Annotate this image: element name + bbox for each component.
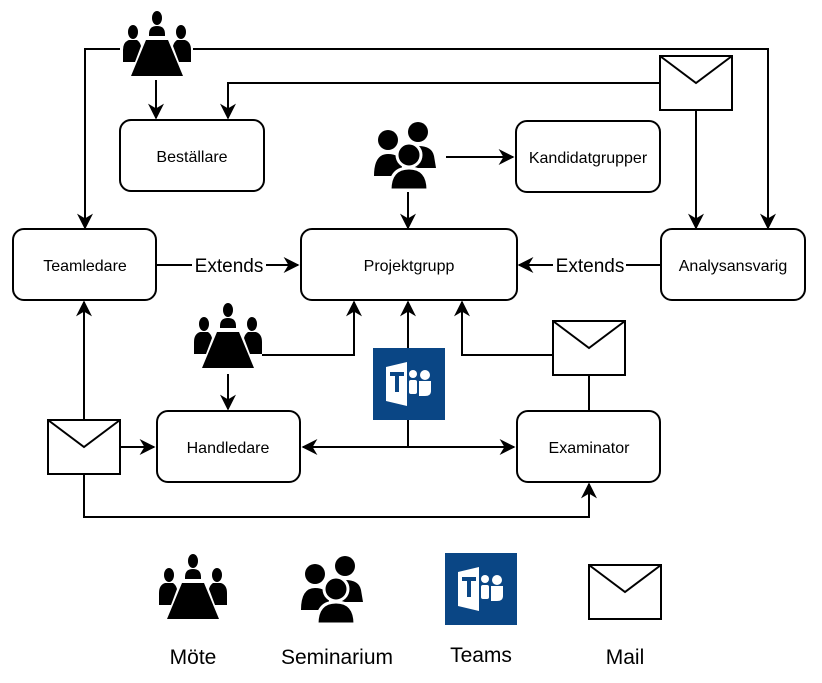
node-projektgrupp-label: Projektgrupp bbox=[364, 258, 455, 275]
node-bestallare[interactable]: Beställare bbox=[119, 119, 265, 192]
meeting-icon bbox=[159, 554, 227, 619]
node-teamledare[interactable]: Teamledare bbox=[12, 228, 157, 301]
legend-item-mote: Möte bbox=[159, 554, 227, 669]
teams-icon bbox=[373, 348, 445, 420]
node-bestallare-label: Beställare bbox=[156, 149, 227, 166]
seminar-icon bbox=[299, 554, 365, 626]
node-handledare[interactable]: Handledare bbox=[156, 410, 301, 483]
mail-icon bbox=[47, 419, 121, 475]
edge-meeting-to-projektgrupp bbox=[262, 300, 362, 356]
node-examinator-label: Examinator bbox=[549, 440, 631, 457]
meeting-icon bbox=[123, 11, 191, 76]
legend-label-mail: Mail bbox=[606, 646, 645, 669]
extends-label-left: Extends bbox=[195, 256, 264, 277]
extends-label-right: Extends bbox=[556, 256, 625, 277]
mail-icon bbox=[552, 320, 626, 376]
node-kandidatgrupper-label: Kandidatgrupper bbox=[529, 150, 648, 167]
node-analysansvarig-label: Analysansvarig bbox=[679, 258, 788, 275]
mail-icon bbox=[659, 55, 733, 111]
legend-item-mail: Mail bbox=[588, 564, 662, 669]
legend-item-teams: Teams bbox=[445, 553, 517, 667]
edge-meeting-to-analysansvarig bbox=[193, 48, 776, 230]
legend-label-seminarium: Seminarium bbox=[281, 646, 393, 669]
edge-mail-to-bestallare bbox=[220, 82, 660, 120]
node-examinator[interactable]: Examinator bbox=[516, 410, 661, 483]
node-analysansvarig[interactable]: Analysansvarig bbox=[660, 228, 806, 301]
node-handledare-label: Handledare bbox=[187, 440, 270, 457]
node-teamledare-label: Teamledare bbox=[43, 258, 127, 275]
legend-label-mote: Möte bbox=[170, 646, 217, 669]
node-kandidatgrupper[interactable]: Kandidatgrupper bbox=[515, 120, 661, 193]
legend: Möte Seminarium Teams Mail bbox=[159, 553, 662, 669]
node-projektgrupp[interactable]: Projektgrupp bbox=[300, 228, 518, 301]
connectors bbox=[76, 48, 776, 518]
legend-label-teams: Teams bbox=[450, 644, 512, 667]
edge-mail-to-projektgrupp bbox=[454, 300, 553, 356]
meeting-icon bbox=[194, 303, 262, 368]
edge-mail-to-examinator bbox=[83, 474, 597, 518]
legend-item-seminarium: Seminarium bbox=[281, 554, 393, 669]
edge-meeting-to-teamledare bbox=[77, 48, 120, 230]
mail-icon bbox=[588, 564, 662, 620]
teams-icon bbox=[445, 553, 517, 625]
seminar-icon bbox=[372, 120, 438, 192]
